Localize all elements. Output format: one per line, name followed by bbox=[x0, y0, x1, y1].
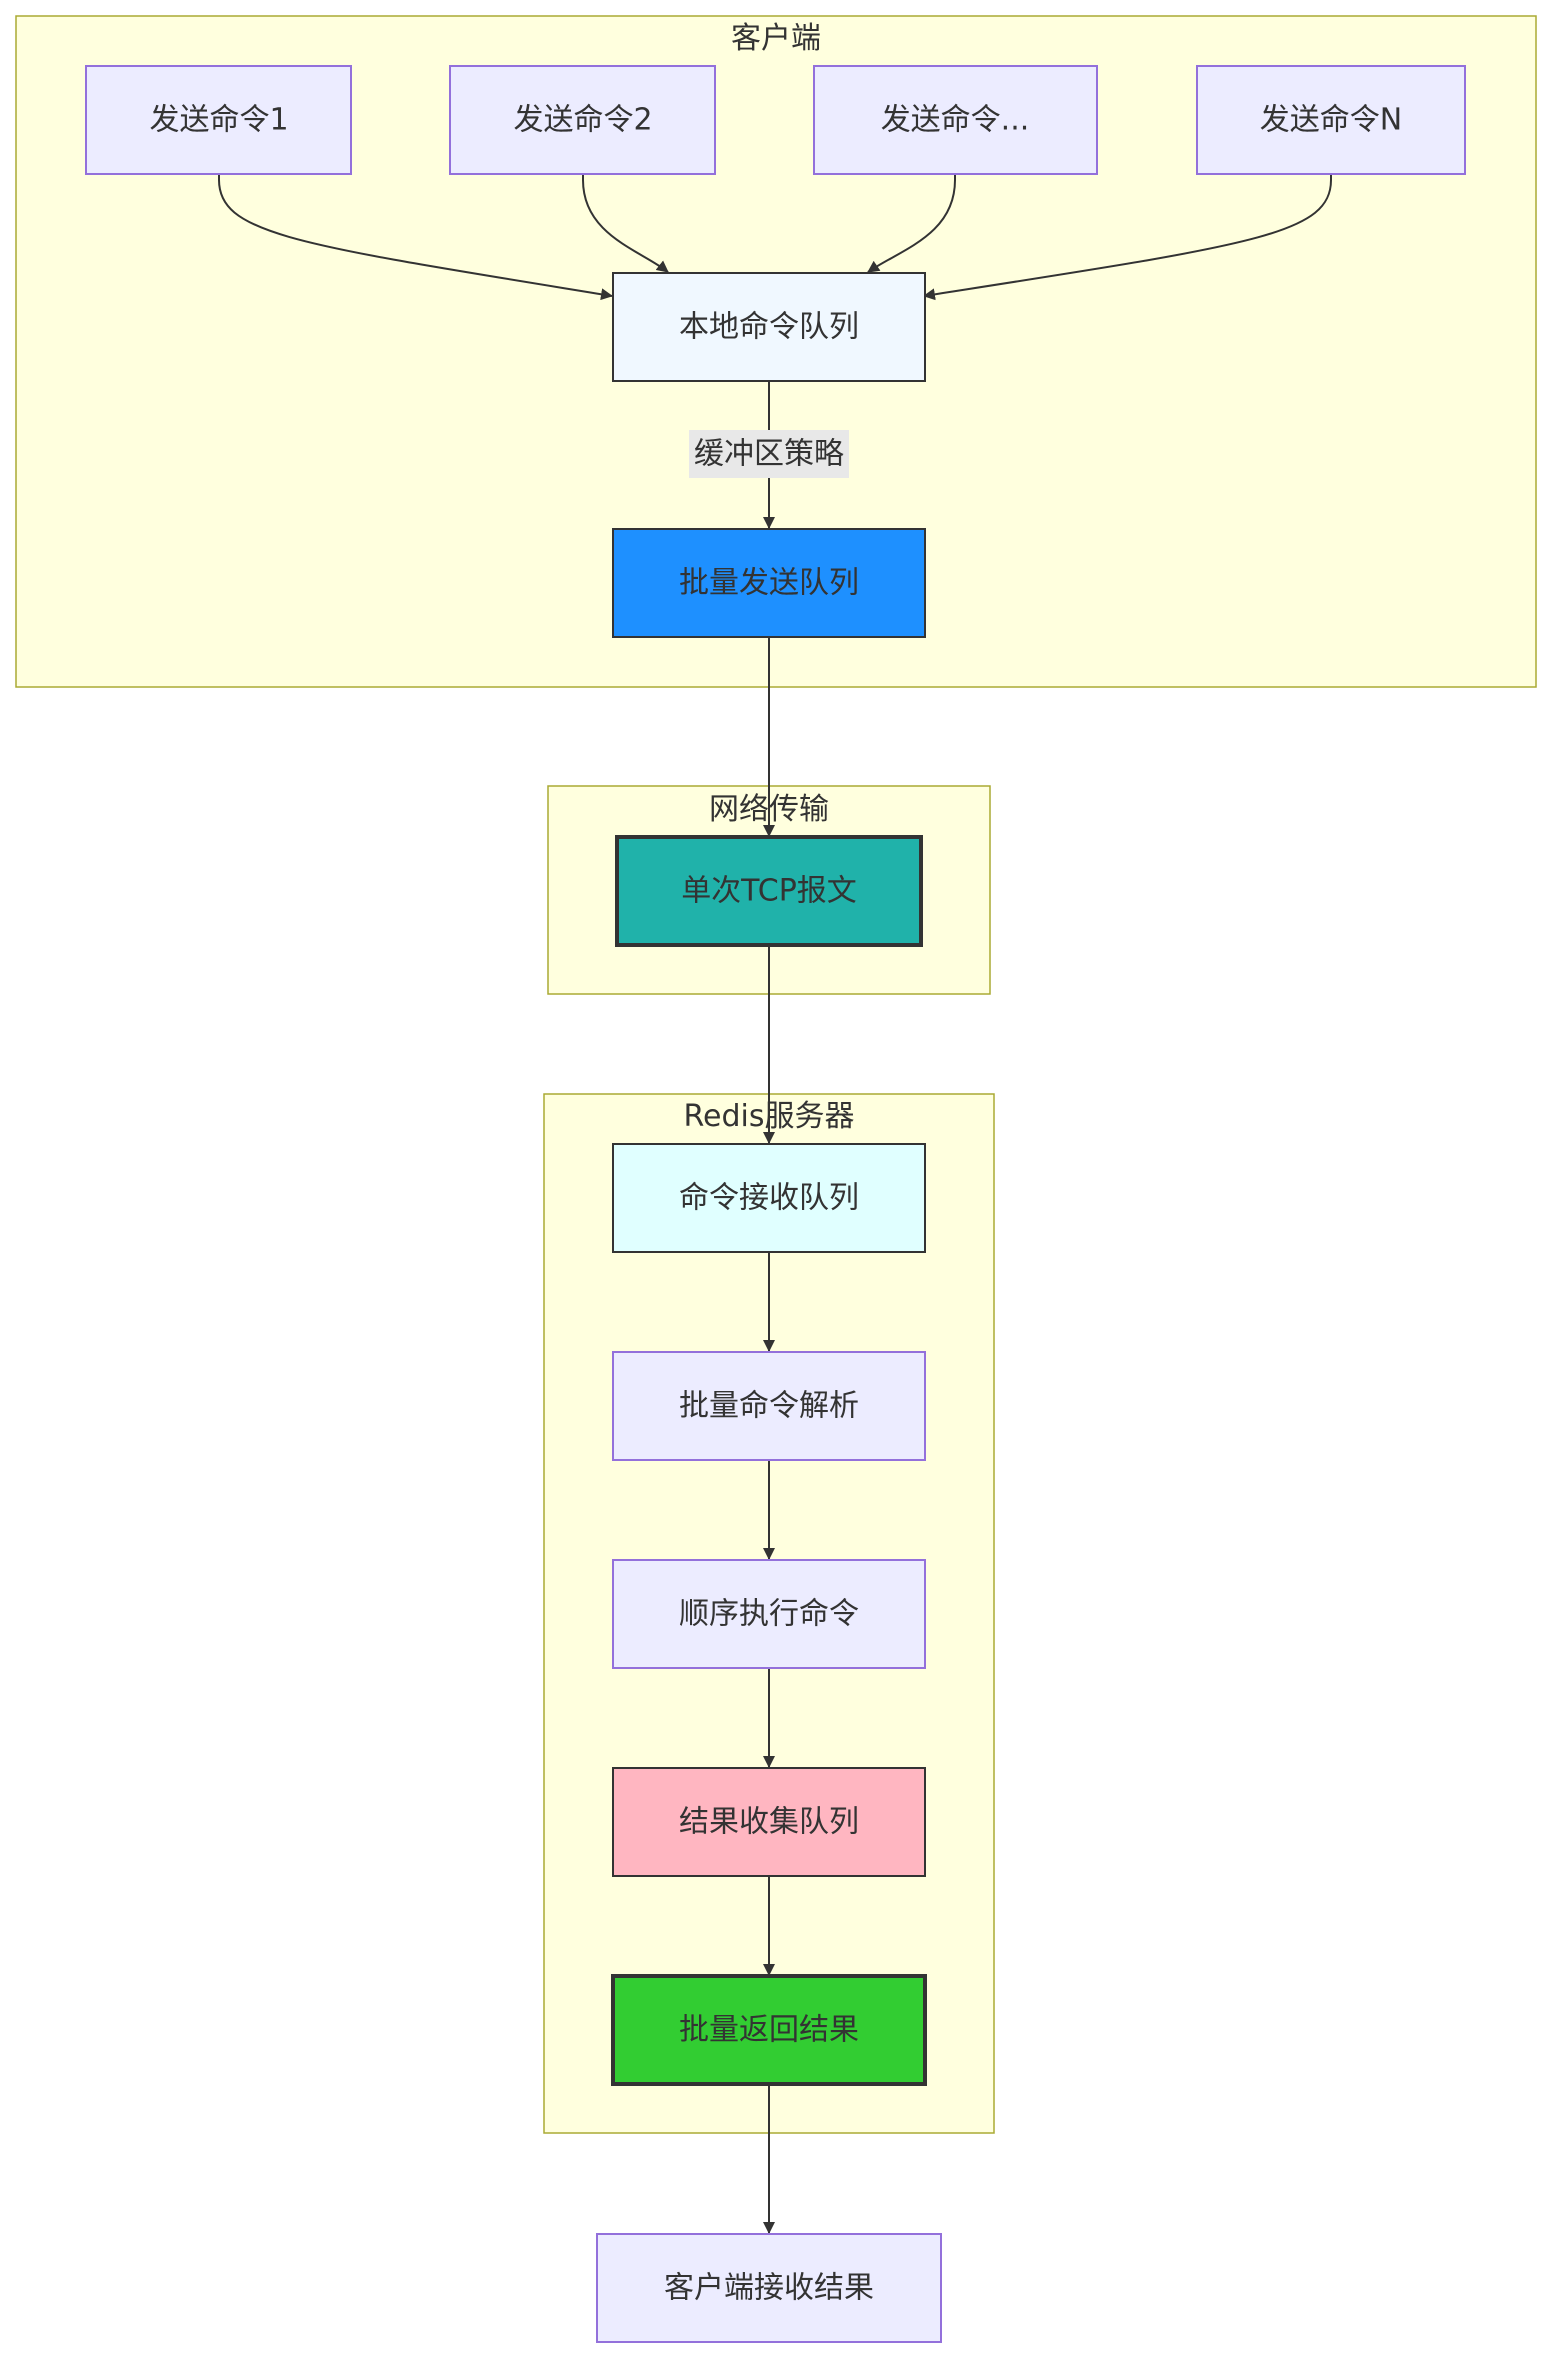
node-single-tcp-packet-box[interactable] bbox=[615, 835, 923, 947]
node-batch-command-parse-label: 批量命令解析 bbox=[679, 1389, 859, 1424]
node-send-cmd-n-label: 发送命令N bbox=[1260, 103, 1402, 138]
node-send-cmd-more[interactable]: 发送命令... bbox=[813, 65, 1098, 175]
node-sequential-execute-box[interactable] bbox=[612, 1559, 926, 1669]
edge-label-buffer-strategy-bg bbox=[689, 430, 849, 478]
node-client-receive-result[interactable]: 客户端接收结果 bbox=[596, 2233, 942, 2343]
node-single-tcp-packet[interactable]: 单次TCP报文 bbox=[615, 835, 923, 947]
node-client-receive-result-box[interactable] bbox=[596, 2233, 942, 2343]
node-send-cmd-more-label: 发送命令... bbox=[881, 103, 1030, 138]
node-send-cmd-1-box[interactable] bbox=[85, 65, 352, 175]
node-local-command-queue-label: 本地命令队列 bbox=[679, 310, 859, 345]
node-sequential-execute-label: 顺序执行命令 bbox=[679, 1597, 859, 1632]
node-send-cmd-n-box[interactable] bbox=[1196, 65, 1466, 175]
node-batch-command-parse-box[interactable] bbox=[612, 1351, 926, 1461]
node-batch-return-result-box[interactable] bbox=[611, 1974, 927, 2086]
node-send-cmd-more-box[interactable] bbox=[813, 65, 1098, 175]
node-local-command-queue[interactable]: 本地命令队列 bbox=[612, 272, 926, 382]
node-batch-send-queue-box[interactable] bbox=[612, 528, 926, 638]
node-result-collect-queue-label: 结果收集队列 bbox=[679, 1805, 859, 1840]
node-command-receive-queue-label: 命令接收队列 bbox=[679, 1181, 859, 1216]
node-batch-send-queue[interactable]: 批量发送队列 bbox=[612, 528, 926, 638]
node-result-collect-queue-box[interactable] bbox=[612, 1767, 926, 1877]
nodes: 发送命令1 发送命令2 发送命令... 发送命令N 本地命令队列 批量发送队列 … bbox=[85, 65, 1466, 2343]
node-result-collect-queue[interactable]: 结果收集队列 bbox=[612, 1767, 926, 1877]
node-command-receive-queue[interactable]: 命令接收队列 bbox=[612, 1143, 926, 1253]
node-send-cmd-2-label: 发送命令2 bbox=[513, 103, 652, 138]
edge-cmd1-to-local-queue bbox=[218, 174, 613, 301]
edge-cmd-more-to-local-queue bbox=[867, 174, 956, 273]
node-single-tcp-packet-label: 单次TCP报文 bbox=[681, 874, 857, 909]
node-batch-return-result[interactable]: 批量返回结果 bbox=[611, 1974, 927, 2086]
edges: 缓冲区策略 bbox=[218, 174, 1332, 2234]
node-command-receive-queue-box[interactable] bbox=[612, 1143, 926, 1253]
node-send-cmd-1[interactable]: 发送命令1 bbox=[85, 65, 352, 175]
node-batch-return-result-label: 批量返回结果 bbox=[679, 2013, 859, 2048]
node-batch-command-parse[interactable]: 批量命令解析 bbox=[612, 1351, 926, 1461]
node-send-cmd-1-label: 发送命令1 bbox=[149, 103, 288, 138]
edge-cmdN-to-local-queue bbox=[923, 174, 1332, 301]
node-send-cmd-2[interactable]: 发送命令2 bbox=[449, 65, 716, 175]
edge-label-buffer-strategy: 缓冲区策略 bbox=[694, 437, 844, 472]
node-send-cmd-n[interactable]: 发送命令N bbox=[1196, 65, 1466, 175]
node-client-receive-result-label: 客户端接收结果 bbox=[664, 2271, 874, 2306]
cluster-client-title: 客户端 bbox=[731, 21, 821, 56]
node-local-command-queue-box[interactable] bbox=[612, 272, 926, 382]
node-send-cmd-2-box[interactable] bbox=[449, 65, 716, 175]
node-batch-send-queue-label: 批量发送队列 bbox=[679, 566, 859, 601]
edge-cmd2-to-local-queue bbox=[582, 174, 669, 273]
node-sequential-execute[interactable]: 顺序执行命令 bbox=[612, 1559, 926, 1669]
